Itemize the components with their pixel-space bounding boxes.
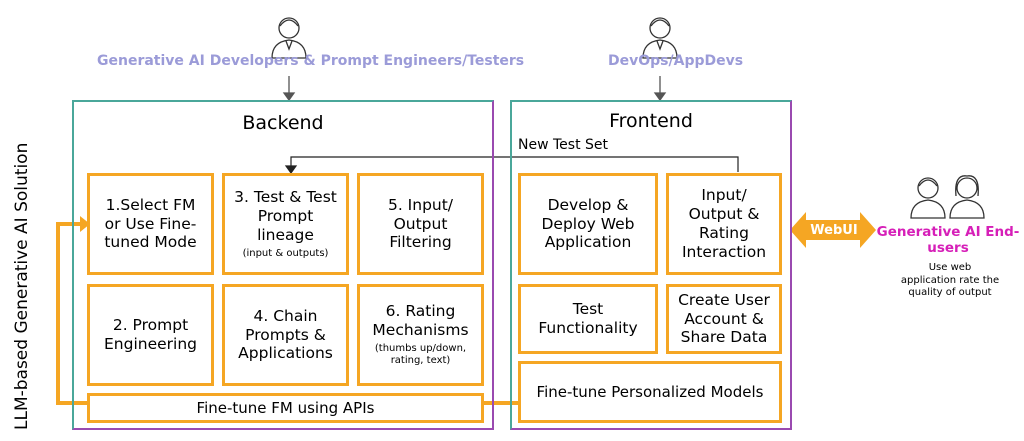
prompt-engineering-label: 2. Prompt Engineering: [104, 316, 197, 353]
test-prompt-lineage-box: 3. Test & Test Prompt lineage (input & o…: [222, 173, 349, 275]
prompt-engineering-box: 2. Prompt Engineering: [87, 284, 214, 386]
devops-person-icon: [642, 17, 678, 59]
frontend-title: Frontend: [609, 110, 693, 132]
select-fm-box: 1.Select FM or Use Fine-tuned Mode: [87, 173, 214, 275]
chain-prompts-label: 4. Chain Prompts & Applications: [238, 306, 333, 363]
develop-deploy-label: Develop & Deploy Web Application: [541, 195, 635, 252]
io-filtering-box: 5. Input/ Output Filtering: [357, 173, 484, 275]
create-account-label: Create User Account & Share Data: [678, 290, 770, 347]
backend-title: Backend: [242, 112, 324, 134]
new-test-set-arrow: [284, 156, 739, 175]
new-test-set-label: New Test Set: [518, 137, 608, 153]
backend-panel: [72, 100, 494, 430]
test-functionality-label: Test Functionality: [538, 300, 638, 337]
rating-mechanisms-sub: (thumbs up/down, rating, text): [374, 342, 467, 367]
test-functionality-box: Test Functionality: [518, 284, 658, 354]
test-prompt-lineage-label: 3. Test & Test Prompt lineage: [234, 187, 337, 244]
webui-label: WebUI: [810, 222, 858, 238]
finetune-personalized-label: Fine-tune Personalized Models: [536, 382, 764, 401]
chain-prompts-box: 4. Chain Prompts & Applications: [222, 284, 349, 386]
developer-person-icon: [271, 17, 307, 59]
create-account-box: Create User Account & Share Data: [666, 284, 782, 354]
rating-mechanisms-box: 6. Rating Mechanisms (thumbs up/down, ra…: [357, 284, 484, 386]
finetune-fm-box: Fine-tune FM using APIs: [87, 393, 484, 423]
webui-double-arrow: [790, 212, 876, 248]
end-user-female-icon: [949, 175, 985, 219]
finetune-personalized-box: Fine-tune Personalized Models: [518, 361, 782, 423]
devops-label: DevOps/AppDevs: [608, 53, 744, 69]
frontend-panel: [510, 100, 792, 430]
io-filtering-label: 5. Input/ Output Filtering: [387, 195, 454, 252]
webui-connector: WebUI: [804, 216, 864, 244]
finetune-fm-label: Fine-tune FM using APIs: [196, 398, 375, 417]
rating-mechanisms-label: 6. Rating Mechanisms: [372, 302, 469, 339]
end-users-title: Generative AI End-users: [876, 224, 1020, 256]
developers-label: Generative AI Developers & Prompt Engine…: [97, 53, 525, 69]
io-rating-interaction-box: Input/ Output & Rating Interaction: [666, 173, 782, 275]
io-rating-interaction-label: Input/ Output & Rating Interaction: [681, 186, 767, 261]
solution-side-label: LLM-based Generative AI Solution: [12, 142, 32, 430]
end-user-male-icon: [910, 177, 946, 219]
select-fm-label: 1.Select FM or Use Fine-tuned Mode: [104, 195, 197, 252]
end-users-note: Use web application rate the quality of …: [900, 262, 1000, 298]
test-prompt-lineage-sub: (input & outputs): [242, 247, 329, 259]
develop-deploy-box: Develop & Deploy Web Application: [518, 173, 658, 275]
